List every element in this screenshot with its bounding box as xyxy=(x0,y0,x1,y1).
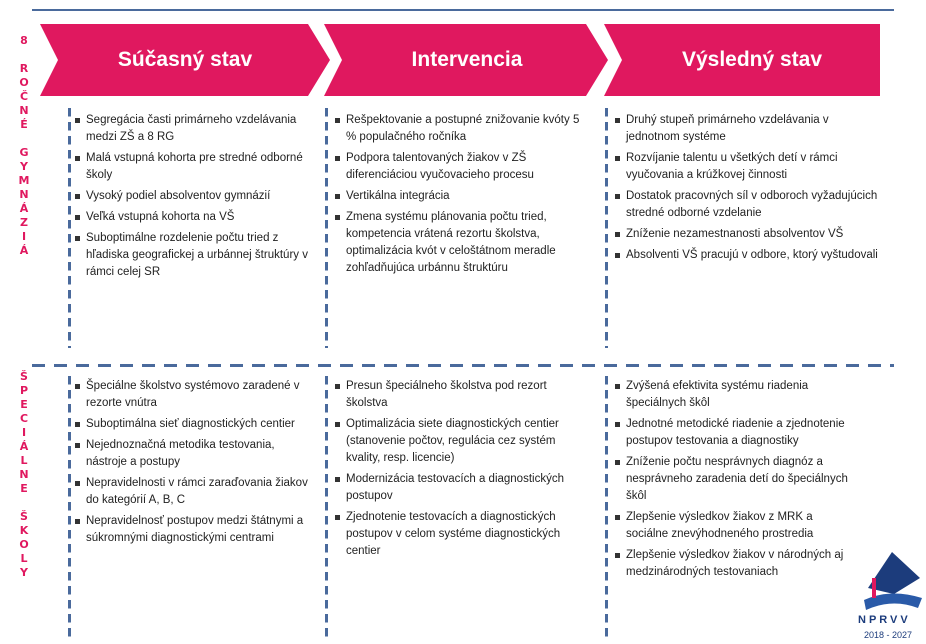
side-letter xyxy=(14,496,34,510)
side-letter: P xyxy=(19,384,29,397)
column-separator xyxy=(68,376,71,638)
column-separator xyxy=(605,108,608,348)
header-vysledny-stav: Výsledný stav xyxy=(681,48,823,71)
list-item: Vysoký podiel absolventov gymnázií xyxy=(74,188,314,205)
side-letter: E xyxy=(20,398,28,411)
cell-gymnazia-vysledny-stav: Druhý stupeň primárneho vzdelávania v je… xyxy=(614,112,880,268)
side-letter: Y xyxy=(20,160,28,173)
list-item: Zlepšenie výsledkov žiakov z MRK a sociá… xyxy=(614,509,858,543)
side-letter: Č xyxy=(19,90,29,103)
list-item: Segregácia časti primárneho vzdelávania … xyxy=(74,112,314,146)
chevron-vysledny-stav xyxy=(604,24,880,96)
side-letter: Á xyxy=(19,244,29,257)
side-letter: L xyxy=(20,552,28,565)
side-letter xyxy=(14,132,34,146)
list-item: Špeciálne školstvo systémovo zaradené v … xyxy=(74,378,314,412)
side-letter: N xyxy=(19,104,29,117)
side-letter: K xyxy=(19,524,29,537)
header-sucasny-stav: Súčasný stav xyxy=(117,48,253,71)
list-item: Vertikálna integrácia xyxy=(334,188,584,205)
side-letter: O xyxy=(19,538,29,551)
side-letter: Y xyxy=(20,566,28,579)
list-item: Nepravidelnosti v rámci zaraďovania žiak… xyxy=(74,475,314,509)
chevron-sucasny-stav xyxy=(40,24,330,96)
column-separator xyxy=(68,108,71,348)
side-letter: Á xyxy=(19,440,29,453)
logo-years: 2018 - 2027 xyxy=(864,630,913,640)
list-item: Druhý stupeň primárneho vzdelávania v je… xyxy=(614,112,880,146)
list-item: Zmena systému plánovania počtu tried, ko… xyxy=(334,209,584,277)
side-letter: Á xyxy=(19,202,29,215)
list-item: Presun špeciálneho školstva pod rezort š… xyxy=(334,378,584,412)
list-item: Rozvíjanie talentu u všetkých detí v rám… xyxy=(614,150,880,184)
list-item: Dostatok pracovných síl v odboroch vyžad… xyxy=(614,188,880,222)
column-separator xyxy=(325,376,328,638)
side-letter: E xyxy=(20,482,28,495)
list-item: Rešpektovanie a postupné znižovanie kvót… xyxy=(334,112,584,146)
side-letter: C xyxy=(19,412,29,425)
nprvv-logo-icon xyxy=(864,552,922,610)
side-letter: L xyxy=(20,454,28,467)
list-item: Zníženie nezamestnanosti absolventov VŠ xyxy=(614,226,880,243)
header-chevrons xyxy=(40,24,880,96)
side-letter: Z xyxy=(20,216,28,229)
chevron-intervencia xyxy=(324,24,608,96)
column-separator xyxy=(605,376,608,638)
cell-specialne-sucasny-stav: Špeciálne školstvo systémovo zaradené v … xyxy=(74,378,314,551)
logo-name: NPRVV xyxy=(858,614,911,626)
list-item: Nepravidelnosť postupov medzi štátnymi a… xyxy=(74,513,314,547)
list-item: Zjednotenie testovacích a diagnostických… xyxy=(334,509,584,560)
list-item: Suboptimálna sieť diagnostických centier xyxy=(74,416,314,433)
list-item: Absolventi VŠ pracujú v odbore, ktorý vy… xyxy=(614,247,880,264)
top-rule xyxy=(32,9,894,11)
list-item: Zvýšená efektivita systému riadenia špec… xyxy=(614,378,858,412)
side-letter: I xyxy=(21,230,27,243)
list-item: Modernizácia testovacích a diagnostickýc… xyxy=(334,471,584,505)
side-letter: N xyxy=(19,188,29,201)
side-letter: R xyxy=(19,62,29,75)
list-item: Nejednoznačná metodika testovania, nástr… xyxy=(74,437,314,471)
cell-specialne-intervencia: Presun špeciálneho školstva pod rezort š… xyxy=(334,378,584,564)
list-item: Jednotné metodické riadenie a zjednoteni… xyxy=(614,416,858,450)
cell-gymnazia-sucasny-stav: Segregácia časti primárneho vzdelávania … xyxy=(74,112,314,285)
list-item: Optimalizácia siete diagnostických centi… xyxy=(334,416,584,467)
side-letter: I xyxy=(21,426,27,439)
side-letter: G xyxy=(19,146,29,159)
side-letter xyxy=(14,48,34,62)
side-letter: O xyxy=(19,76,29,89)
list-item: Zníženie počtu nesprávnych diagnóz a nes… xyxy=(614,454,858,505)
column-separator xyxy=(325,108,328,348)
list-item: Veľká vstupná kohorta na VŠ xyxy=(74,209,314,226)
header-intervencia: Intervencia xyxy=(411,48,523,71)
cell-specialne-vysledny-stav: Zvýšená efektivita systému riadenia špec… xyxy=(614,378,858,585)
list-item: Suboptimálne rozdelenie počtu tried z hľ… xyxy=(74,230,314,281)
side-letter: N xyxy=(19,468,29,481)
side-letter: M xyxy=(18,174,30,187)
side-letter: Š xyxy=(20,510,28,523)
row-separator xyxy=(32,364,894,367)
side-letter: Š xyxy=(20,370,28,383)
list-item: Zlepšenie výsledkov žiakov v národných a… xyxy=(614,547,858,581)
cell-gymnazia-intervencia: Rešpektovanie a postupné znižovanie kvót… xyxy=(334,112,584,281)
list-item: Malá vstupná kohorta pre stredné odborné… xyxy=(74,150,314,184)
side-letter: É xyxy=(20,118,28,131)
list-item: Podpora talentovaných žiakov v ZŠ difere… xyxy=(334,150,584,184)
side-letter: 8 xyxy=(20,34,28,47)
